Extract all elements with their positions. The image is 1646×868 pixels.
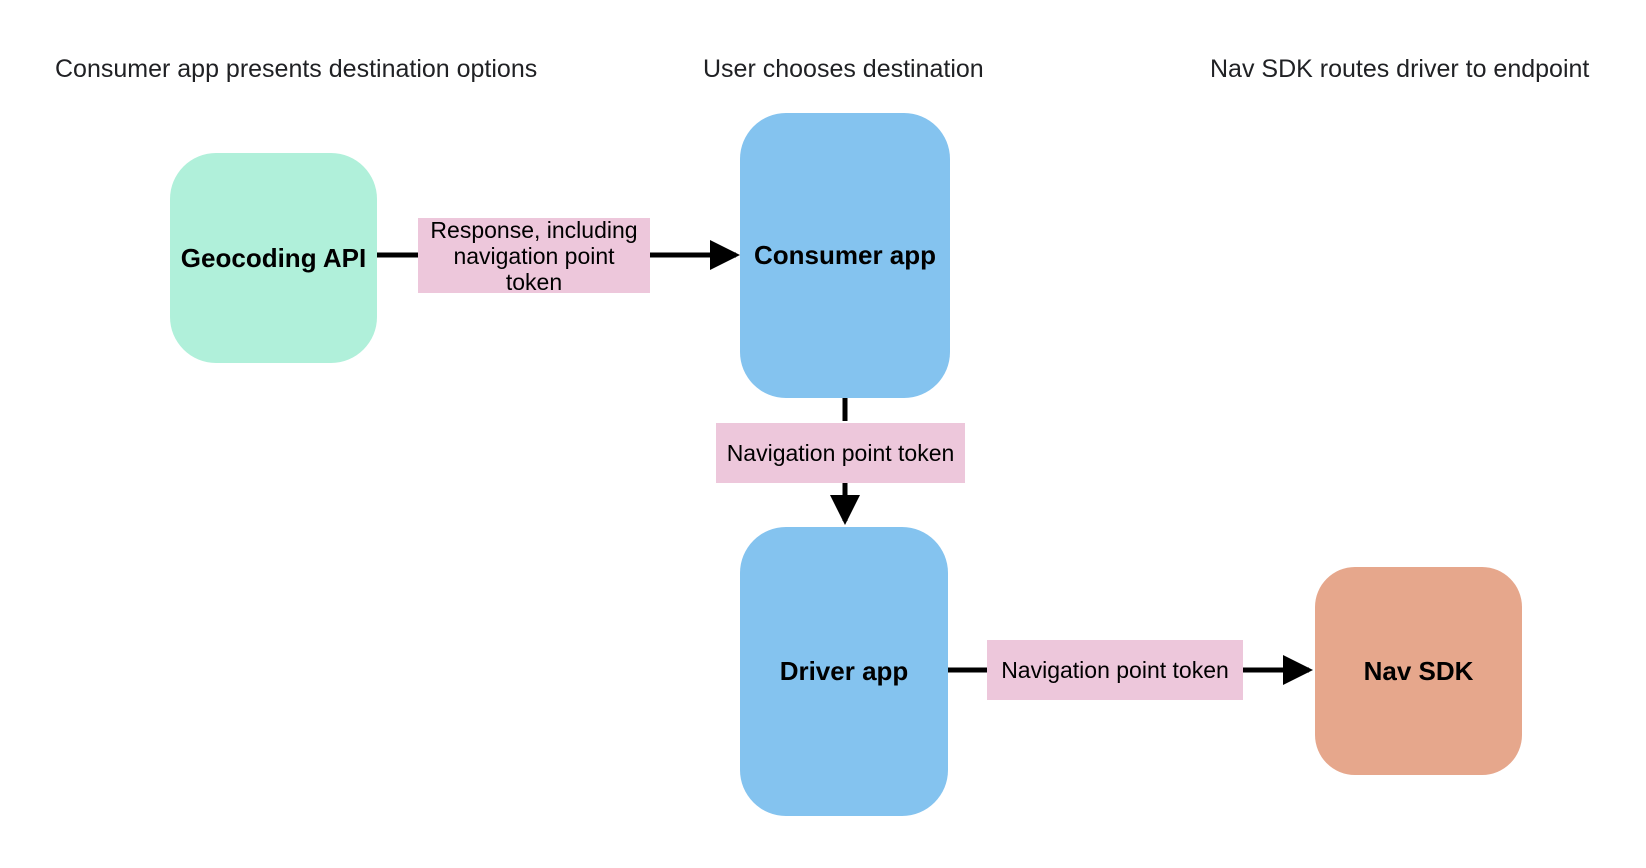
edge-label-token-consumer-driver: Navigation point token [716,423,965,483]
step-header-1: Consumer app presents destination option… [55,55,538,83]
node-geocoding-api: Geocoding API [170,153,377,363]
node-consumer-app: Consumer app [740,113,950,398]
node-nav-sdk: Nav SDK [1315,567,1522,775]
step-header-3: Nav SDK routes driver to endpoint [1210,55,1590,83]
node-consumer-app-label: Consumer app [753,240,937,270]
edge-label-token-consumer-driver-text: Navigation point token [726,440,955,466]
node-driver-app-label: Driver app [779,656,909,686]
node-nav-sdk-label: Nav SDK [1363,655,1474,686]
node-driver-app: Driver app [740,527,948,816]
edge-label-response: Response, including navigation point tok… [418,216,650,295]
step-header-2: User chooses destination [703,55,984,83]
edge-label-token-driver-navsdk-text: Navigation point token [1001,657,1229,683]
edge-label-token-driver-navsdk: Navigation point token [987,640,1243,700]
edge-label-response-text: Response, including navigation point tok… [430,216,638,295]
node-geocoding-api-label: Geocoding API [180,242,367,273]
